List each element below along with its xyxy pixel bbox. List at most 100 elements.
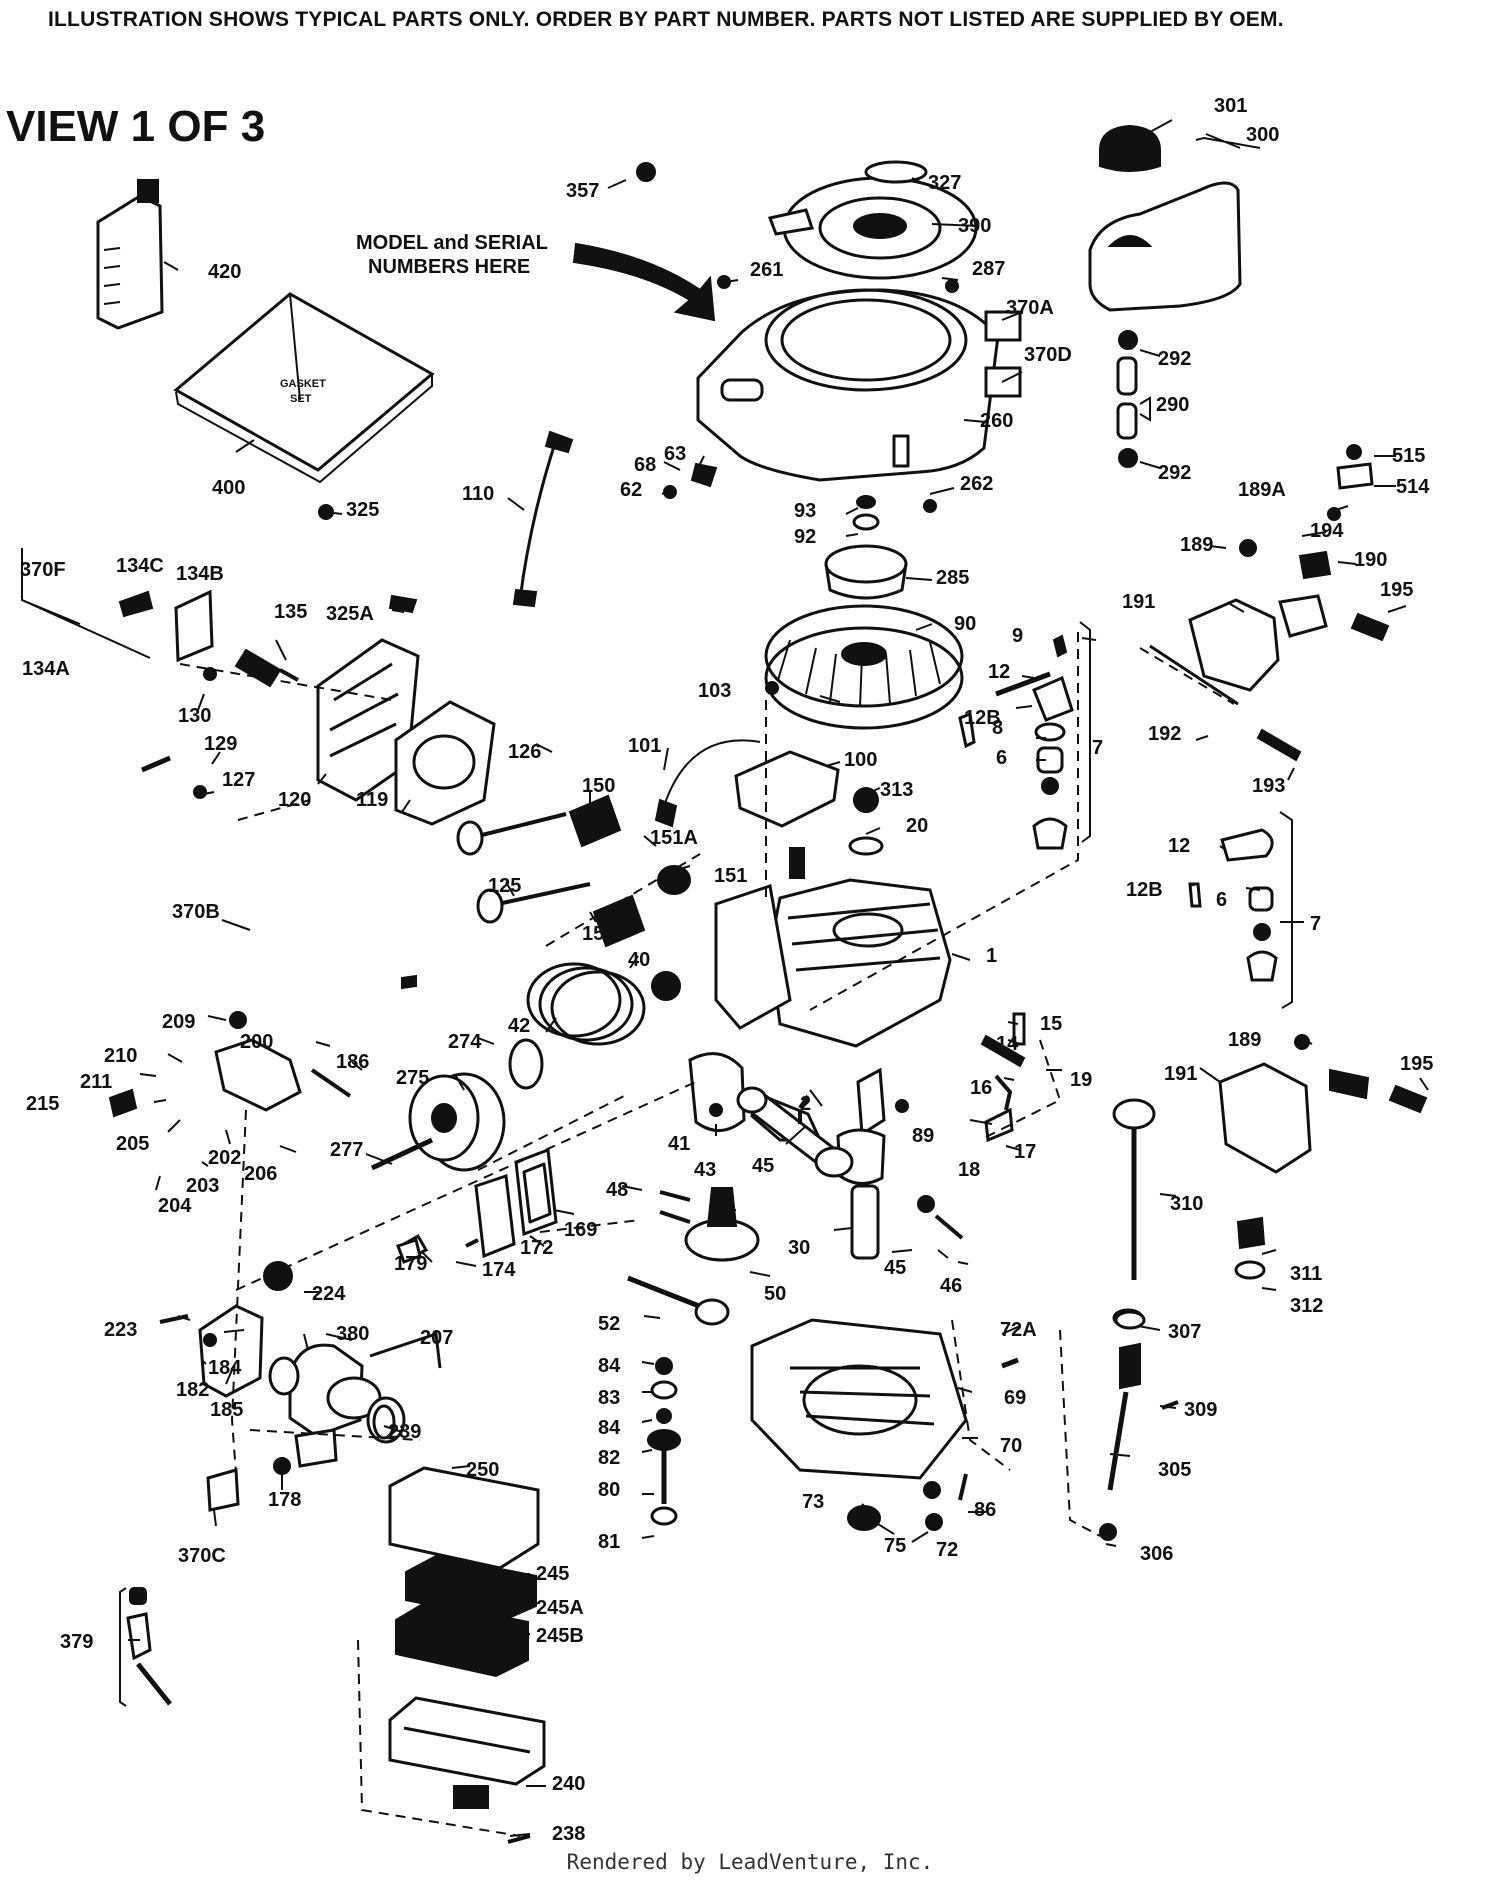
callout-193: 193: [1252, 775, 1285, 797]
model-serial-label-line1: MODEL and SERIAL: [356, 232, 548, 254]
governor-linkage-lower-part: [1218, 1034, 1428, 1174]
callout-313: 313: [880, 779, 913, 801]
callout-19: 19: [1070, 1069, 1092, 1091]
callout-184: 184: [208, 1357, 242, 1379]
callout-290: 290: [1156, 394, 1189, 416]
callout-370f: 370F: [20, 559, 66, 581]
callout-224: 224: [312, 1283, 346, 1305]
callout-261: 261: [750, 259, 783, 281]
callout-203: 203: [186, 1175, 219, 1197]
callout-69: 69: [1004, 1387, 1026, 1409]
callout-130: 130: [178, 705, 211, 727]
callout-277: 277: [330, 1139, 363, 1161]
callout-325: 325: [346, 499, 379, 521]
callout-250: 250: [466, 1459, 499, 1481]
governor-linkage-upper-part: [1149, 444, 1390, 762]
callout-215: 215: [26, 1093, 59, 1115]
callout-45: 45: [884, 1257, 906, 1279]
crankcase-cover-part: [750, 1318, 968, 1480]
callout-310: 310: [1170, 1193, 1203, 1215]
callout-311: 311: [1290, 1263, 1322, 1285]
control-bracket-part: [108, 1011, 352, 1118]
callout-178: 178: [268, 1489, 301, 1511]
callout-135: 135: [274, 601, 307, 623]
callout-515: 515: [1392, 445, 1425, 467]
brake-parts-part: [980, 1012, 1026, 1143]
callout-1: 1: [986, 945, 997, 967]
callout-189: 189: [1180, 534, 1213, 556]
callout-119: 119: [356, 789, 388, 811]
callout-84: 84: [598, 1417, 621, 1439]
callout-90: 90: [954, 613, 976, 635]
callout-370a: 370A: [1006, 297, 1054, 319]
callout-370c: 370C: [178, 1545, 226, 1567]
callout-150: 150: [582, 923, 615, 945]
blower-housing-part: [696, 288, 1000, 482]
engine-block-part: [714, 847, 952, 1048]
callout-309: 309: [1184, 1399, 1217, 1421]
model-serial-label-line2: NUMBERS HERE: [368, 256, 530, 278]
assembly-lines: [179, 632, 1235, 1837]
callout-210: 210: [104, 1045, 137, 1067]
dipstick-part: [1112, 1098, 1156, 1280]
callout-169: 169: [564, 1219, 597, 1241]
callout-84: 84: [598, 1355, 621, 1377]
callout-287: 287: [972, 258, 1005, 280]
callout-305: 305: [1158, 1459, 1191, 1481]
callout-211: 211: [80, 1071, 112, 1093]
callout-45: 45: [752, 1155, 774, 1177]
fuel-line-part: [1116, 330, 1138, 468]
governor-gear-part: [684, 1187, 760, 1262]
callout-2: 2: [800, 1093, 811, 1115]
callout-202: 202: [208, 1147, 241, 1169]
piston-rings-part: [526, 962, 646, 1046]
callout-379: 379: [60, 1631, 93, 1653]
callout-151: 151: [714, 865, 747, 887]
callout-325a: 325A: [326, 603, 374, 625]
callout-209: 209: [162, 1011, 195, 1033]
callout-89: 89: [912, 1125, 934, 1147]
callout-285: 285: [936, 567, 969, 589]
drain-plug-part: [1234, 1216, 1266, 1280]
callout-83: 83: [598, 1387, 620, 1409]
flywheel-part: [764, 604, 964, 730]
callout-20: 20: [906, 815, 928, 837]
spark-plug-part: [234, 648, 299, 688]
callout-200: 200: [240, 1031, 273, 1053]
leader-lines: [117, 119, 1429, 1837]
gasket-label-line2: SET: [290, 393, 312, 405]
muffler-gasket-part: [508, 1038, 544, 1090]
callout-240: 240: [552, 1773, 585, 1795]
callout-127: 127: [222, 769, 255, 791]
callout-6: 6: [996, 747, 1007, 769]
callout-40: 40: [628, 949, 650, 971]
callout-12b: 12B: [1126, 879, 1163, 901]
callout-30: 30: [788, 1237, 810, 1259]
callout-190: 190: [1354, 549, 1387, 571]
callout-370b: 370B: [172, 901, 220, 923]
callout-46: 46: [940, 1275, 962, 1297]
callout-223: 223: [104, 1319, 137, 1341]
callout-70: 70: [1000, 1435, 1022, 1457]
gasket-label-line1: GASKET: [280, 378, 326, 390]
callout-101: 101: [628, 735, 661, 757]
callout-245b: 245B: [536, 1625, 584, 1647]
callout-134c: 134C: [116, 555, 164, 577]
callout-306: 306: [1140, 1543, 1173, 1565]
callout-390: 390: [958, 215, 991, 237]
callout-8: 8: [992, 717, 1003, 739]
callout-110: 110: [462, 483, 494, 505]
callout-195: 195: [1380, 579, 1413, 601]
callout-380: 380: [336, 1323, 369, 1345]
callout-151a: 151A: [650, 827, 698, 849]
callout-186: 186: [336, 1051, 369, 1073]
callout-189: 189: [1228, 1029, 1261, 1051]
callout-18: 18: [958, 1159, 980, 1181]
callout-420: 420: [208, 261, 241, 283]
callout-191: 191: [1164, 1063, 1197, 1085]
callout-82: 82: [598, 1447, 620, 1469]
callout-15: 15: [1040, 1013, 1062, 1035]
callout-125: 125: [488, 875, 521, 897]
callout-126: 126: [508, 741, 541, 763]
